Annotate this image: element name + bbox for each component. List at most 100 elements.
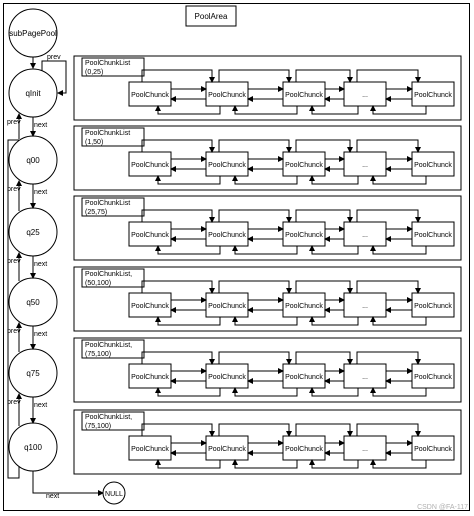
chunk-list-title: PoolChunkList, xyxy=(85,414,132,421)
chunk-list-title-box xyxy=(81,57,145,77)
pool-chunk xyxy=(205,221,249,247)
edge-label: next xyxy=(34,402,47,409)
edge-label: prev xyxy=(7,399,21,406)
chunk-list-title-box xyxy=(81,197,145,217)
chunk-list-range: (0,25) xyxy=(85,69,103,76)
chunk-next-link xyxy=(141,139,215,153)
chunk-list-title-box xyxy=(81,411,145,431)
pool-chunk-label: PoolChunck xyxy=(208,446,246,453)
pool-chunk xyxy=(128,221,172,247)
pool-chunk xyxy=(128,363,172,389)
chunk-list-title-box xyxy=(81,339,145,359)
chunk-next-link xyxy=(295,139,353,153)
edge-label: next xyxy=(46,493,59,500)
pool-chunk xyxy=(205,435,249,461)
pool-chunk xyxy=(205,151,249,177)
pool-chunk xyxy=(411,151,455,177)
chunk-list-range: (75,100) xyxy=(85,351,111,358)
chunk-prev-link xyxy=(155,245,221,255)
subpage-pool-label: subPagePool xyxy=(9,29,57,38)
pool-chunk-label: PoolChunck xyxy=(414,446,452,453)
pool-chunk-label: ... xyxy=(362,446,368,453)
chunk-next-link xyxy=(141,280,215,294)
pool-chunk xyxy=(411,435,455,461)
queue-label: q50 xyxy=(26,298,40,307)
pool-chunk-label: PoolChunck xyxy=(285,92,323,99)
queue-label: q75 xyxy=(26,369,40,378)
pool-chunk-label: ... xyxy=(362,232,368,239)
null-label: NULL xyxy=(105,491,123,498)
chunk-next-link xyxy=(218,69,292,83)
pool-chunk xyxy=(282,363,326,389)
chunk-list-title: PoolChunkList xyxy=(85,60,130,67)
pool-chunk-label: PoolChunck xyxy=(131,374,169,381)
q100-to-null-link xyxy=(32,471,104,496)
pool-chunk-label: PoolChunck xyxy=(414,374,452,381)
pool-chunk xyxy=(343,151,387,177)
edge-label: prev xyxy=(7,186,21,193)
chunk-next-link xyxy=(295,209,353,223)
pool-chunk-label: PoolChunck xyxy=(208,162,246,169)
chunk-next-link xyxy=(356,423,421,437)
pool-chunk-label: PoolChunck xyxy=(208,232,246,239)
chunk-prev-link xyxy=(232,387,298,397)
pool-chunk xyxy=(343,435,387,461)
chunk-prev-link xyxy=(370,245,427,255)
queue-label: q00 xyxy=(26,156,40,165)
pool-chunk xyxy=(343,221,387,247)
chunk-prev-link xyxy=(232,105,298,115)
chunk-next-link xyxy=(295,351,353,365)
watermark: CSDN @FA-117 xyxy=(417,504,468,511)
pool-chunk-label: PoolChunck xyxy=(414,162,452,169)
chunk-next-link xyxy=(218,351,292,365)
chunk-prev-link xyxy=(155,175,221,185)
pool-chunk-label: PoolChunck xyxy=(285,446,323,453)
pool-chunk xyxy=(343,81,387,107)
pool-chunk-label: PoolChunck xyxy=(414,92,452,99)
pool-area-container xyxy=(3,3,470,511)
edge-label: next xyxy=(34,189,47,196)
pool-chunk-label: PoolChunck xyxy=(131,232,169,239)
pool-chunk xyxy=(343,363,387,389)
pool-chunk xyxy=(411,221,455,247)
chunk-prev-link xyxy=(370,459,427,469)
pool-chunk-label: ... xyxy=(362,162,368,169)
queue-label: q25 xyxy=(26,228,40,237)
queue-label: q100 xyxy=(24,443,42,452)
chunk-next-link xyxy=(218,280,292,294)
chunk-next-link xyxy=(295,69,353,83)
chunk-prev-link xyxy=(155,387,221,397)
edge-label: next xyxy=(34,261,47,268)
pool-chunk-label: PoolChunck xyxy=(208,303,246,310)
pool-chunk-label: ... xyxy=(362,303,368,310)
pool-chunk xyxy=(128,151,172,177)
chunk-prev-link xyxy=(232,245,298,255)
pool-chunk-label: ... xyxy=(362,374,368,381)
chunk-next-link xyxy=(295,423,353,437)
pool-chunk-label: PoolChunck xyxy=(131,162,169,169)
pool-chunk xyxy=(128,292,172,318)
chunk-next-link xyxy=(141,423,215,437)
chunk-prev-link xyxy=(370,105,427,115)
chunk-list-range: (75,100) xyxy=(85,423,111,430)
chunk-next-link xyxy=(141,351,215,365)
pool-chunk xyxy=(411,81,455,107)
chunk-next-link xyxy=(141,209,215,223)
pool-chunk xyxy=(282,292,326,318)
pool-chunk-label: ... xyxy=(362,92,368,99)
chunk-prev-link xyxy=(155,316,221,326)
chunk-next-link xyxy=(295,280,353,294)
chunk-next-link xyxy=(356,139,421,153)
edge-label: prev xyxy=(7,119,21,126)
pool-chunk xyxy=(205,292,249,318)
chunk-next-link xyxy=(141,69,215,83)
pool-chunk-label: PoolChunck xyxy=(131,446,169,453)
pool-chunk xyxy=(343,292,387,318)
edge-label: next xyxy=(34,331,47,338)
